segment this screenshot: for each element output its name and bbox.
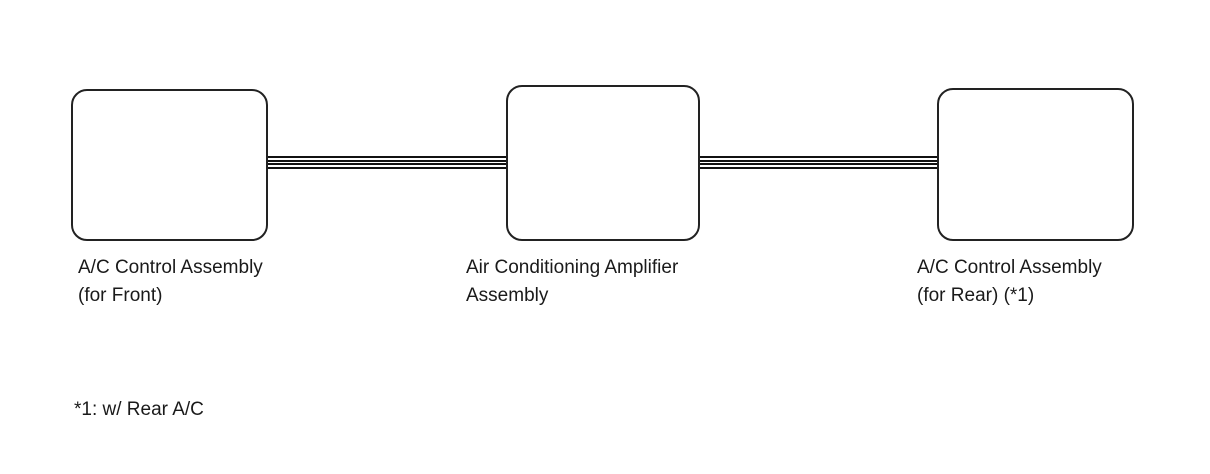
label-line: A/C Control Assembly [78,257,263,278]
label-line: (for Rear) (*1) [917,285,1035,306]
wire-line [268,163,506,165]
air-conditioning-amplifier-assembly-box [506,85,700,241]
front-ac-control-assembly-box [71,89,268,241]
wire-line [268,156,506,158]
label-line: Assembly [466,285,549,306]
rear-ac-control-assembly-label: A/C Control Assembly (for Rear) (*1) [917,254,1102,310]
label-line: (for Front) [78,285,163,306]
label-line: Air Conditioning Amplifier [466,257,679,278]
wire-line [700,160,937,162]
air-conditioning-amplifier-assembly-label: Air Conditioning Amplifier Assembly [466,254,678,310]
amplifier-to-rear-connector [700,156,937,169]
wire-line [700,156,937,158]
wire-line [268,167,506,169]
wire-line [268,160,506,162]
wire-line [700,163,937,165]
label-line: A/C Control Assembly [917,257,1102,278]
footnote: *1: w/ Rear A/C [74,399,204,420]
front-ac-control-assembly-label: A/C Control Assembly (for Front) [78,254,263,310]
wire-line [700,167,937,169]
front-to-amplifier-connector [268,156,506,169]
rear-ac-control-assembly-box [937,88,1134,241]
